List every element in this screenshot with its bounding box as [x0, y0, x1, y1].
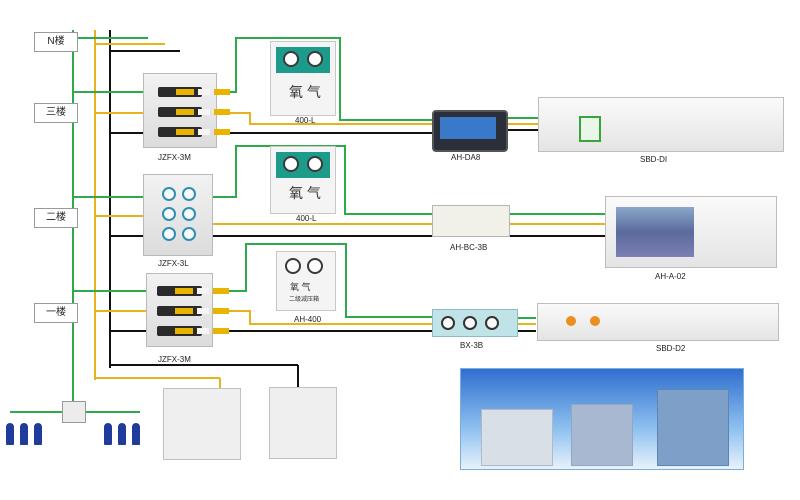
panel-main-text: 氧 气 — [290, 282, 311, 292]
cabinet-jzfx-3m-top — [143, 73, 230, 148]
cabinet-label: JZFX-3M — [158, 153, 191, 162]
pipe — [214, 243, 432, 318]
terminal-label: BX-3B — [460, 341, 484, 350]
pipe — [220, 37, 438, 121]
manifold-box — [62, 401, 86, 423]
cabinet-jzfx-3l — [143, 174, 213, 256]
terminal-ah-da8 — [432, 110, 508, 152]
bed-label: SBD-D2 — [656, 344, 686, 353]
terminal-ah-bc-3b — [432, 205, 510, 237]
panel-ah-400: 氧 气 二级减压箱 — [276, 251, 336, 311]
panel-main-text: 氧 气 — [289, 185, 321, 201]
panel-400-l-top: 氧 气 — [270, 41, 336, 116]
terminal-label: AH-BC-3B — [450, 243, 488, 252]
terminal-label: AH-DA8 — [451, 153, 481, 162]
bed-label: AH-A-02 — [655, 272, 686, 281]
floor-label-3: 三楼 — [34, 103, 78, 123]
terminal-bx-3b — [432, 309, 518, 337]
panel-400-l-mid: 氧 气 — [270, 146, 336, 214]
cabinet-jzfx-3m-bottom — [146, 273, 229, 347]
panel-main-text: 氧 气 — [289, 84, 321, 100]
pipe — [220, 112, 438, 125]
oxygen-generator-unit — [269, 387, 337, 459]
cabinet-label: JZFX-3M — [158, 355, 191, 364]
panel-label: 400-L — [296, 214, 317, 223]
floor-label-n: N楼 — [34, 32, 78, 52]
floor-label-1: 一楼 — [34, 303, 78, 323]
bed-label: SBD-DI — [640, 155, 668, 164]
hospital-building-image — [460, 368, 744, 470]
cabinet-label: JZFX-3L — [158, 259, 189, 268]
bed-head-ah-a-02 — [605, 196, 777, 268]
bed-head-sbd-d2 — [537, 303, 779, 341]
vacuum-pump-unit — [163, 388, 241, 460]
pipe — [214, 310, 432, 325]
panel-label: 400-L — [295, 116, 316, 125]
panel-label: AH-400 — [294, 315, 322, 324]
floor-label-2: 二楼 — [34, 208, 78, 228]
panel-sub-text: 二级减压箱 — [289, 297, 320, 303]
bed-head-sbd-di — [538, 97, 784, 152]
